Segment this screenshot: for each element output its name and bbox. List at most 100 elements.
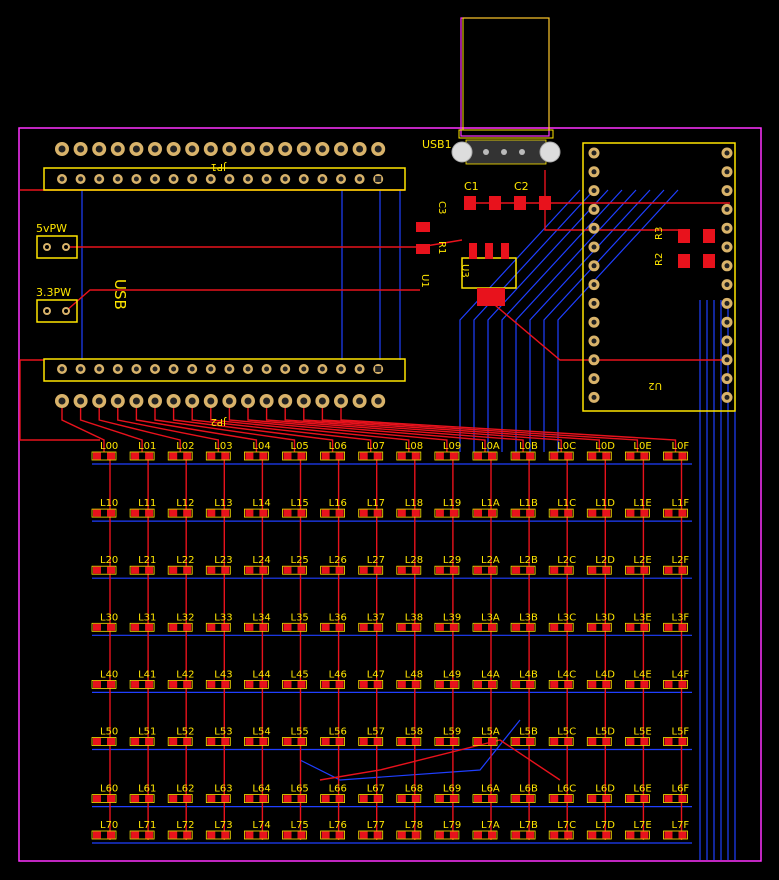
led-label: L7E xyxy=(633,820,651,831)
led-label: L68 xyxy=(405,784,423,795)
led: L49 xyxy=(434,669,461,689)
led: L2F xyxy=(663,555,689,575)
led-label: L06 xyxy=(329,441,347,452)
led-label: L05 xyxy=(291,441,309,452)
led: L3A xyxy=(472,612,500,632)
led-label: L77 xyxy=(367,820,385,831)
led: L7E xyxy=(625,820,652,840)
led-label: L45 xyxy=(291,669,309,680)
led: L26 xyxy=(320,555,347,575)
led-label: L38 xyxy=(405,612,423,623)
usb1-label: USB1 xyxy=(422,138,452,151)
power-33v-label: 3.3PW xyxy=(36,286,71,299)
led-label: L4A xyxy=(481,669,500,680)
led: L6A xyxy=(472,784,500,803)
led-label: L5F xyxy=(672,727,690,738)
led: L37 xyxy=(358,612,385,632)
led-label: L42 xyxy=(176,669,194,680)
led-label: L6C xyxy=(557,784,576,795)
led-label: L58 xyxy=(405,727,423,738)
led-label: L72 xyxy=(176,820,194,831)
led: L2C xyxy=(548,555,576,575)
led: L68 xyxy=(396,784,423,803)
led-label: L5C xyxy=(557,727,576,738)
jp1-label: JP1 xyxy=(211,161,227,172)
led: L4F xyxy=(663,669,689,689)
led: L07 xyxy=(358,441,385,461)
power-5v-label: 5vPW xyxy=(36,222,67,235)
led-label: L69 xyxy=(443,784,461,795)
led: L0B xyxy=(510,441,538,461)
led: L33 xyxy=(205,612,233,632)
led-label: L0C xyxy=(557,441,576,452)
led: L0D xyxy=(586,441,615,461)
led-label: L3D xyxy=(595,612,615,623)
led-label: L12 xyxy=(176,498,194,509)
r1-label: R1 xyxy=(436,241,447,254)
u2-microcontroller: U2 xyxy=(582,142,736,412)
led: L50 xyxy=(91,727,118,746)
led: L52 xyxy=(167,727,194,746)
led-label: L3E xyxy=(633,612,651,623)
led-label: L36 xyxy=(329,612,347,623)
r2-label: R2 xyxy=(654,253,665,266)
led-label: L52 xyxy=(176,727,194,738)
led: L58 xyxy=(396,727,423,746)
led-label: L4E xyxy=(633,669,651,680)
led: L2A xyxy=(472,555,500,575)
board-outline xyxy=(18,127,762,862)
led-label: L11 xyxy=(138,498,156,509)
led-label: L70 xyxy=(100,820,118,831)
led-label: L66 xyxy=(329,784,347,795)
led-label: L14 xyxy=(252,498,270,509)
led: L01 xyxy=(129,441,156,461)
led-label: L44 xyxy=(252,669,270,680)
led: L00 xyxy=(91,441,118,461)
led: L69 xyxy=(434,784,461,803)
led: L16 xyxy=(320,498,347,518)
led-label: L01 xyxy=(138,441,156,452)
led: L7F xyxy=(663,820,689,840)
led-label: L2C xyxy=(557,555,576,566)
led: L3E xyxy=(625,612,652,632)
c2-capacitor: C2 xyxy=(514,180,551,210)
led: L30 xyxy=(91,612,118,632)
led-label: L4B xyxy=(519,669,538,680)
r3-label: R3 xyxy=(654,227,665,240)
led: L4E xyxy=(625,669,652,689)
led: L35 xyxy=(282,612,309,632)
led: L7D xyxy=(586,820,615,840)
led: L4A xyxy=(472,669,500,689)
led-label: L5A xyxy=(481,727,500,738)
led-label: L34 xyxy=(252,612,270,623)
led-label: L51 xyxy=(138,727,156,738)
u3-label: U3 xyxy=(459,264,470,278)
led: L5D xyxy=(586,727,615,746)
led-label: L23 xyxy=(214,555,232,566)
led: L24 xyxy=(243,555,271,575)
led: L18 xyxy=(396,498,423,518)
led-label: L1E xyxy=(633,498,651,509)
led-label: L61 xyxy=(138,784,156,795)
led: L7A xyxy=(472,820,500,840)
led: L39 xyxy=(434,612,461,632)
led-label: L19 xyxy=(443,498,461,509)
led: L09 xyxy=(434,441,461,461)
c1-capacitor: C1 xyxy=(464,180,501,210)
power-33v-jumper: 3.3PW xyxy=(36,286,78,323)
led: L0C xyxy=(548,441,576,461)
led: L1E xyxy=(625,498,652,518)
led: L5C xyxy=(548,727,576,746)
led: L67 xyxy=(358,784,385,803)
led-label: L13 xyxy=(214,498,232,509)
led: L2D xyxy=(586,555,615,575)
led-label: L48 xyxy=(405,669,423,680)
r3-resistor: R3 xyxy=(654,227,715,243)
led: L5A xyxy=(472,727,500,746)
led: L08 xyxy=(396,441,423,461)
led-label: L6D xyxy=(595,784,615,795)
top-copper-traces xyxy=(19,170,730,840)
led: L60 xyxy=(91,784,118,803)
led-label: L75 xyxy=(291,820,309,831)
led: L62 xyxy=(167,784,194,803)
